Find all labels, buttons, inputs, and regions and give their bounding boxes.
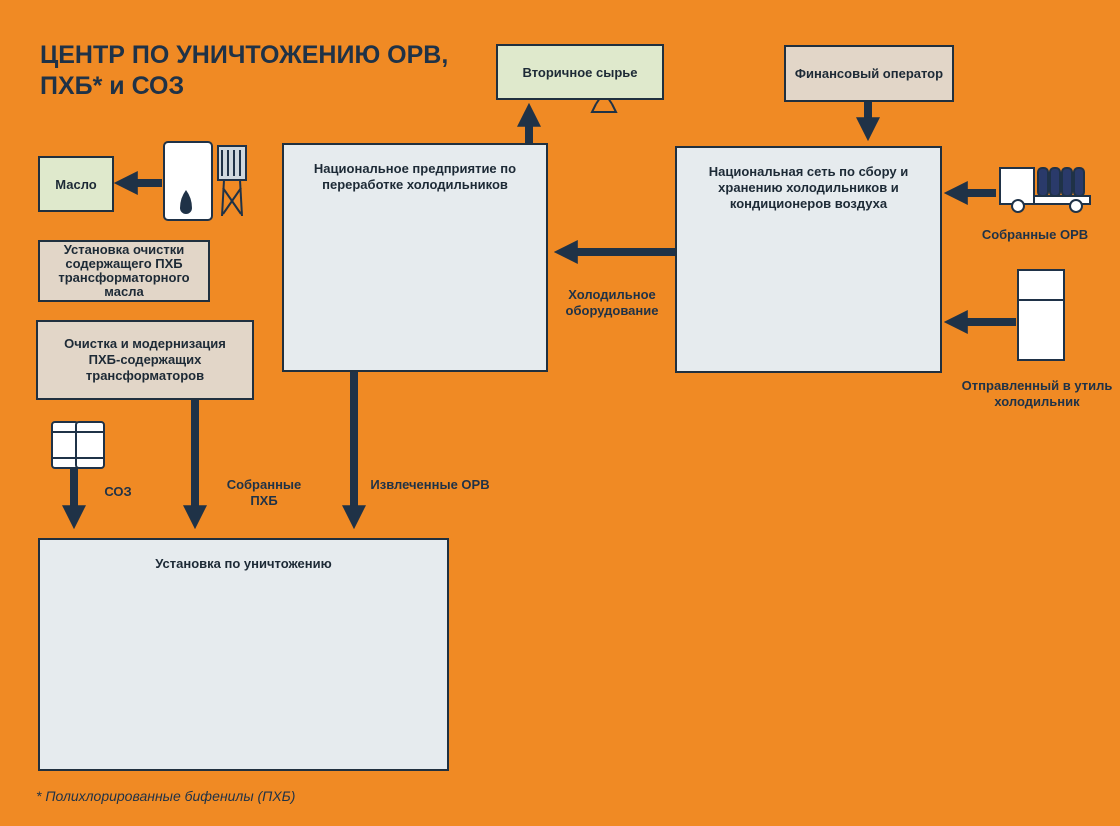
label-refrigeration-equipment: Холодильное оборудование <box>565 287 659 318</box>
label-collected-pcb: Собранные ПХБ <box>226 477 302 508</box>
secondary-materials-box: Вторичное сырье <box>496 44 664 100</box>
barrels-icon <box>51 421 105 469</box>
label-extracted-ods: Извлеченные ОРВ <box>370 477 490 492</box>
truck-icon <box>999 167 1091 213</box>
page-title: ЦЕНТР ПО УНИЧТОЖЕНИЮ ОРВ, ПХБ* и СОЗ <box>40 41 449 100</box>
financial-operator-box: Финансовый оператор <box>784 45 954 102</box>
collection-network-panel: Национальная сеть по сбору и хранению хо… <box>675 146 942 373</box>
tower-icon <box>217 145 247 217</box>
tank-icon <box>163 141 213 221</box>
footnote: * Полихлорированные бифенилы (ПХБ) <box>36 788 296 804</box>
transformer-modernization-box: Очистка и модернизация ПХБ-содержащих тр… <box>36 320 254 400</box>
label-discarded-fridge: Отправленный в утиль холодильник <box>961 378 1113 409</box>
oil-cleaning-unit-box: Установка очистки содержащего ПХБ трансф… <box>38 240 210 302</box>
label-pops: СОЗ <box>104 484 132 499</box>
destruction-unit-panel: Установка по уничтожению <box>38 538 449 771</box>
label-collected-ods: Собранные ОРВ <box>981 227 1089 242</box>
oil-box: Масло <box>38 156 114 212</box>
refrigerator-recycling-enterprise-panel: Национальное предприятие по переработке … <box>282 143 548 372</box>
fridge-icon <box>1017 269 1065 361</box>
